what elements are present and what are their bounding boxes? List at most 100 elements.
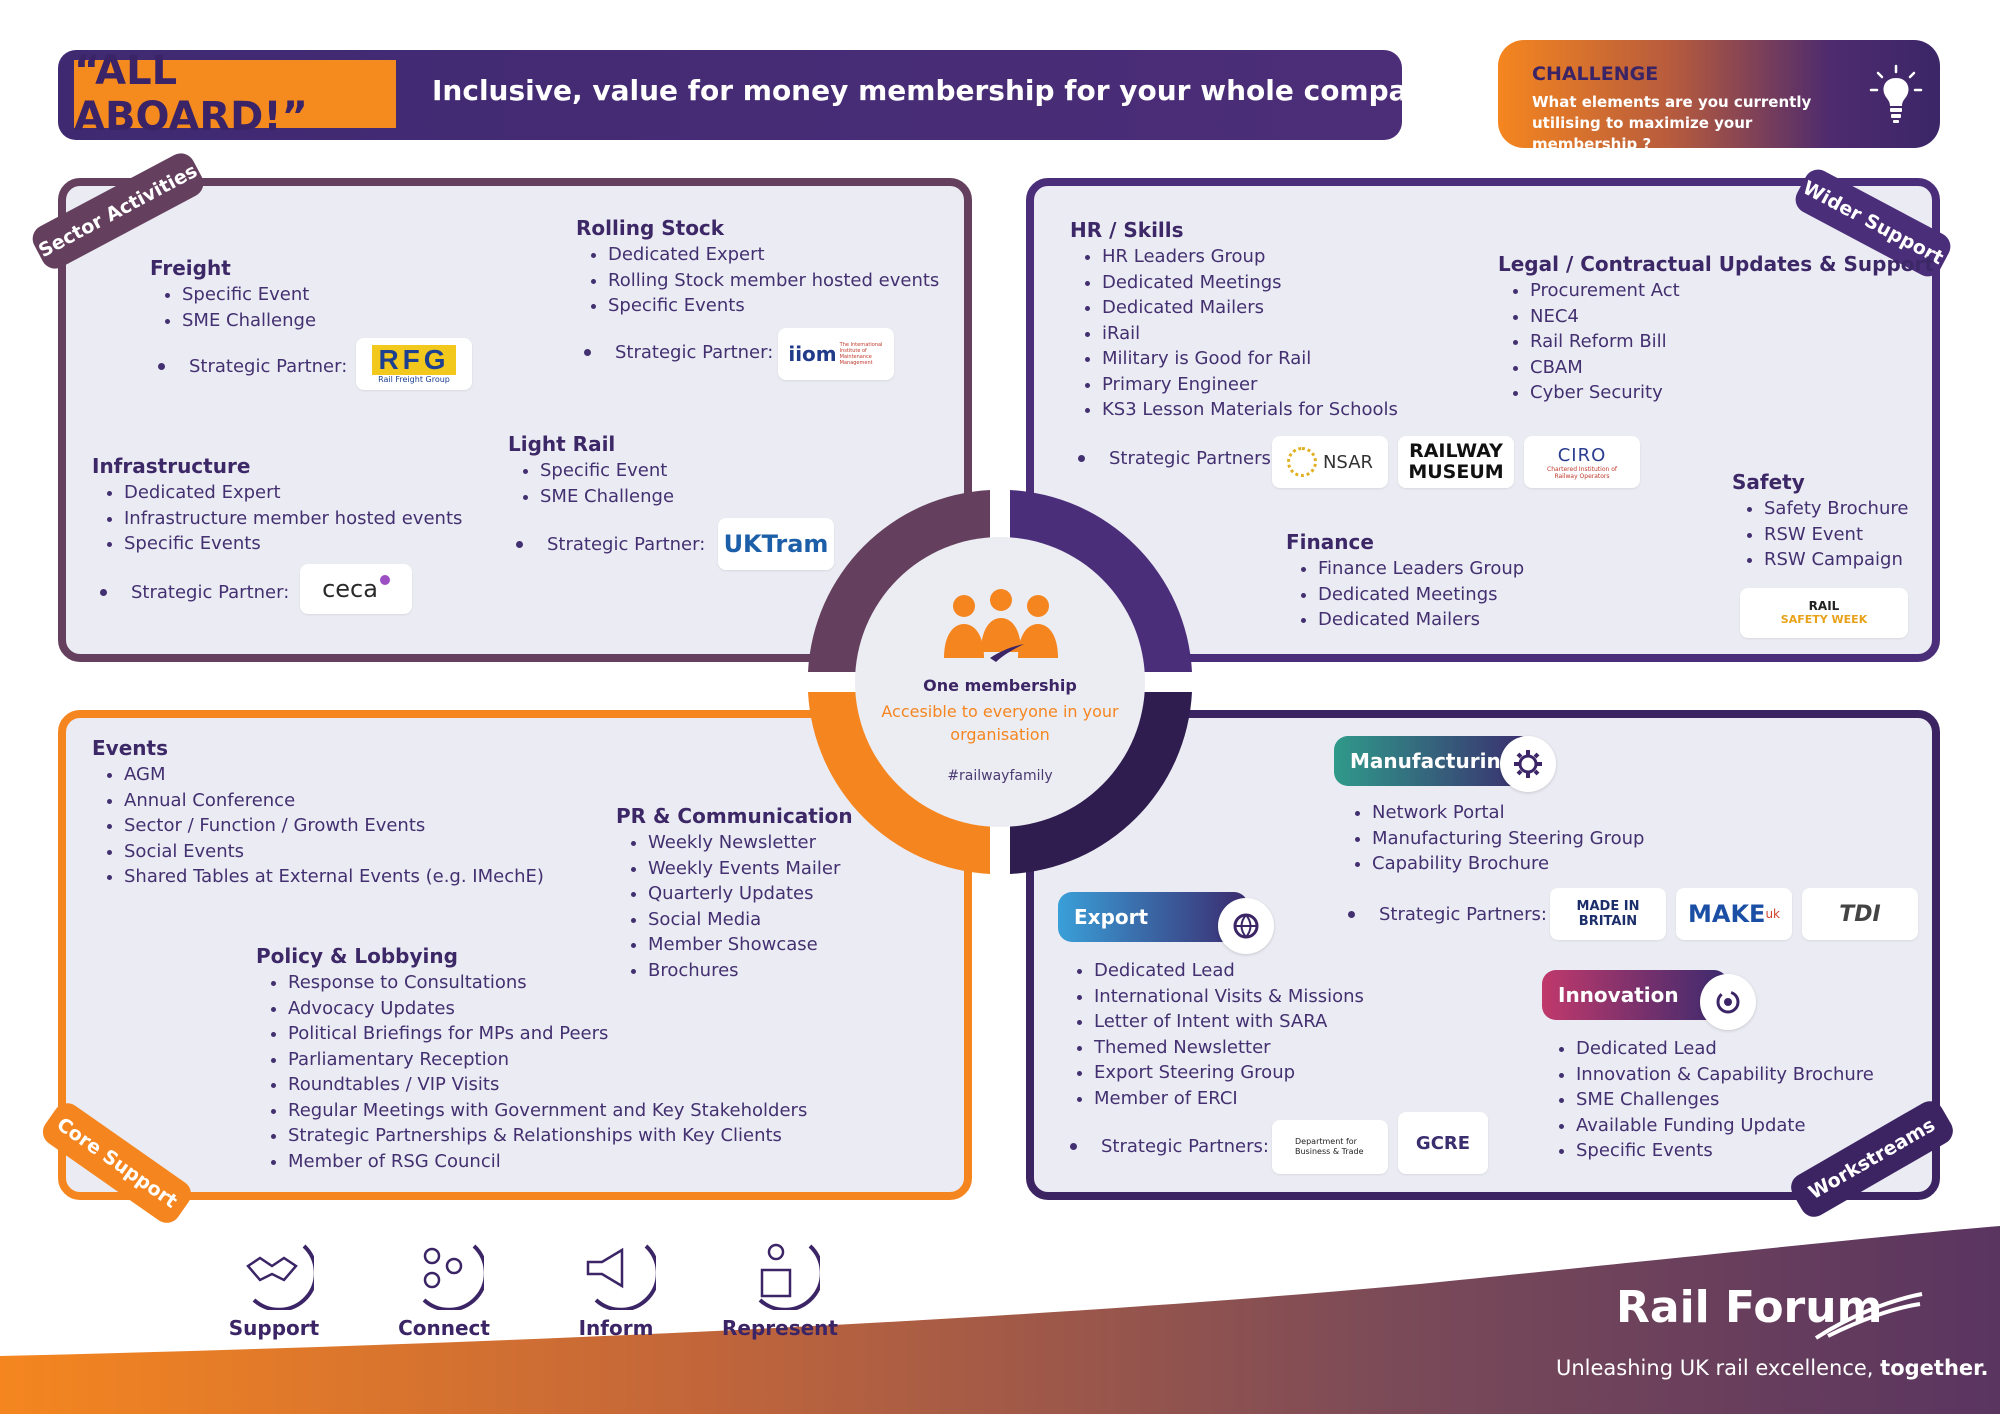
legal-item: Cyber Security	[1530, 380, 1934, 406]
safety-section: Safety Safety Brochure RSW Event RSW Cam…	[1732, 470, 1908, 573]
hr-skills-item: Dedicated Mailers	[1102, 295, 1398, 321]
policy-title: Policy & Lobbying	[256, 944, 458, 968]
export-item: Themed Newsletter	[1094, 1035, 1364, 1061]
freight-section: Freight Specific Event SME Challenge	[150, 256, 316, 333]
nsar-logo: NSAR	[1272, 436, 1388, 488]
export-partner-row: Strategic Partners:	[1070, 1136, 1269, 1157]
innovation-item: Innovation & Capability Brochure	[1576, 1062, 1874, 1088]
pr-item: Quarterly Updates	[648, 881, 853, 907]
light-rail-item: SME Challenge	[540, 484, 674, 510]
partner-label: Strategic Partner:	[615, 342, 774, 363]
brand-tagline: Unleashing UK rail excellence, together.	[1556, 1356, 1989, 1380]
rail-safety-week-logo: RAIL SAFETY WEEK	[1740, 588, 1908, 638]
policy-item: Regular Meetings with Government and Key…	[288, 1098, 807, 1124]
pr-item: Brochures	[648, 958, 853, 984]
manufacturing-section: Network Portal Manufacturing Steering Gr…	[1340, 800, 1644, 877]
ciro-logo: CIRO Chartered Institution of Railway Op…	[1524, 436, 1640, 488]
innovation-item: Available Funding Update	[1576, 1113, 1874, 1139]
pillar-label: Connect	[398, 1316, 490, 1340]
pillar-label: Inform	[578, 1316, 654, 1340]
freight-partner-row: Strategic Partner:	[158, 356, 347, 377]
infrastructure-item: Dedicated Expert	[124, 480, 462, 506]
freight-item: Specific Event	[182, 282, 316, 308]
finance-item: Dedicated Mailers	[1318, 607, 1524, 633]
pillar-connect: Connect	[384, 1236, 504, 1340]
light-rail-title: Light Rail	[508, 432, 616, 456]
rfg-logo: RFG Rail Freight Group	[356, 338, 472, 390]
export-item: International Visits & Missions	[1094, 984, 1364, 1010]
legal-item: Procurement Act	[1530, 278, 1934, 304]
policy-item: Roundtables / VIP Visits	[288, 1072, 807, 1098]
infrastructure-item: Infrastructure member hosted events	[124, 506, 462, 532]
rolling-stock-section: Rolling Stock Dedicated Expert Rolling S…	[576, 216, 939, 319]
pr-item: Social Media	[648, 907, 853, 933]
partner-label: Strategic Partner:	[189, 356, 348, 377]
events-item: Annual Conference	[124, 788, 544, 814]
export-section: Dedicated Lead International Visits & Mi…	[1062, 958, 1364, 1111]
hr-skills-item: Military is Good for Rail	[1102, 346, 1398, 372]
dbt-logo: Department for Business & Trade	[1272, 1120, 1388, 1174]
ceca-logo: ceca	[300, 564, 412, 614]
pillar-label: Support	[228, 1316, 320, 1340]
innovation-section: Dedicated Lead Innovation & Capability B…	[1544, 1036, 1874, 1164]
innovation-icon	[1700, 974, 1756, 1030]
pillar-label: Represent	[722, 1316, 838, 1340]
safety-item: RSW Event	[1764, 522, 1908, 548]
events-item: Sector / Function / Growth Events	[124, 813, 544, 839]
partner-label: Strategic Partners:	[1109, 448, 1277, 469]
policy-item: Parliamentary Reception	[288, 1047, 807, 1073]
innovation-tag: Innovation	[1542, 970, 1728, 1020]
export-globe-icon	[1218, 898, 1274, 954]
rolling-stock-partner-row: Strategic Partner:	[584, 342, 773, 363]
events-section: Events AGM Annual Conference Sector / Fu…	[92, 736, 544, 890]
pr-title: PR & Communication	[616, 804, 853, 828]
manufacturing-item: Manufacturing Steering Group	[1372, 826, 1644, 852]
uktram-logo: UKTram	[718, 518, 834, 570]
megaphone-icon	[586, 1244, 656, 1310]
policy-item: Political Briefings for MPs and Peers	[288, 1021, 807, 1047]
rolling-stock-item: Rolling Stock member hosted events	[608, 268, 939, 294]
infrastructure-title: Infrastructure	[92, 454, 251, 478]
finance-item: Finance Leaders Group	[1318, 556, 1524, 582]
pillar-support: Support	[214, 1236, 334, 1340]
innovation-item: Dedicated Lead	[1576, 1036, 1874, 1062]
header-tagline: Inclusive, value for money membership fo…	[432, 74, 1476, 107]
finance-title: Finance	[1286, 530, 1374, 554]
hr-skills-section: HR / Skills HR Leaders Group Dedicated M…	[1070, 218, 1398, 423]
pr-section: PR & Communication Weekly Newsletter Wee…	[616, 804, 853, 983]
all-aboard-badge: “ALL ABOARD!”	[74, 48, 396, 140]
membership-center-disc	[855, 537, 1145, 827]
made-in-britain-logo: MADE IN BRITAIN	[1550, 888, 1666, 940]
partner-label: Strategic Partners:	[1379, 904, 1547, 925]
rolling-stock-item: Specific Events	[608, 293, 939, 319]
pillar-represent: Represent	[720, 1236, 840, 1340]
infrastructure-item: Specific Events	[124, 531, 462, 557]
infrastructure-section: Infrastructure Dedicated Expert Infrastr…	[92, 454, 462, 557]
innovation-item: SME Challenges	[1576, 1087, 1874, 1113]
iiom-logo: iiom The International Institute of Main…	[778, 328, 894, 380]
events-item: AGM	[124, 762, 544, 788]
make-uk-logo: MAKE uk	[1676, 888, 1792, 940]
manufacturing-partner-row: Strategic Partners:	[1348, 904, 1547, 925]
policy-section: Policy & Lobbying Response to Consultati…	[256, 944, 807, 1174]
export-item: Dedicated Lead	[1094, 958, 1364, 984]
hr-skills-item: HR Leaders Group	[1102, 244, 1398, 270]
export-item: Export Steering Group	[1094, 1060, 1364, 1086]
handshake-icon	[246, 1244, 314, 1310]
infrastructure-partner-row: Strategic Partner:	[100, 582, 289, 603]
lightbulb-icon	[1869, 64, 1923, 123]
safety-item: Safety Brochure	[1764, 496, 1908, 522]
membership-hashtag: #railwayfamily	[947, 768, 1053, 784]
rolling-stock-title: Rolling Stock	[576, 216, 725, 240]
finance-item: Dedicated Meetings	[1318, 582, 1524, 608]
membership-title: One membership	[923, 676, 1077, 695]
rolling-stock-item: Dedicated Expert	[608, 242, 939, 268]
manufacturing-gear-icon	[1500, 736, 1556, 792]
hr-skills-item: iRail	[1102, 321, 1398, 347]
hr-skills-item: KS3 Lesson Materials for Schools	[1102, 397, 1398, 423]
rail-forum-swoosh-icon	[1814, 1292, 1923, 1340]
finance-section: Finance Finance Leaders Group Dedicated …	[1286, 530, 1524, 633]
pr-item: Weekly Newsletter	[648, 830, 853, 856]
legal-item: Rail Reform Bill	[1530, 329, 1934, 355]
events-item: Shared Tables at External Events (e.g. I…	[124, 864, 544, 890]
